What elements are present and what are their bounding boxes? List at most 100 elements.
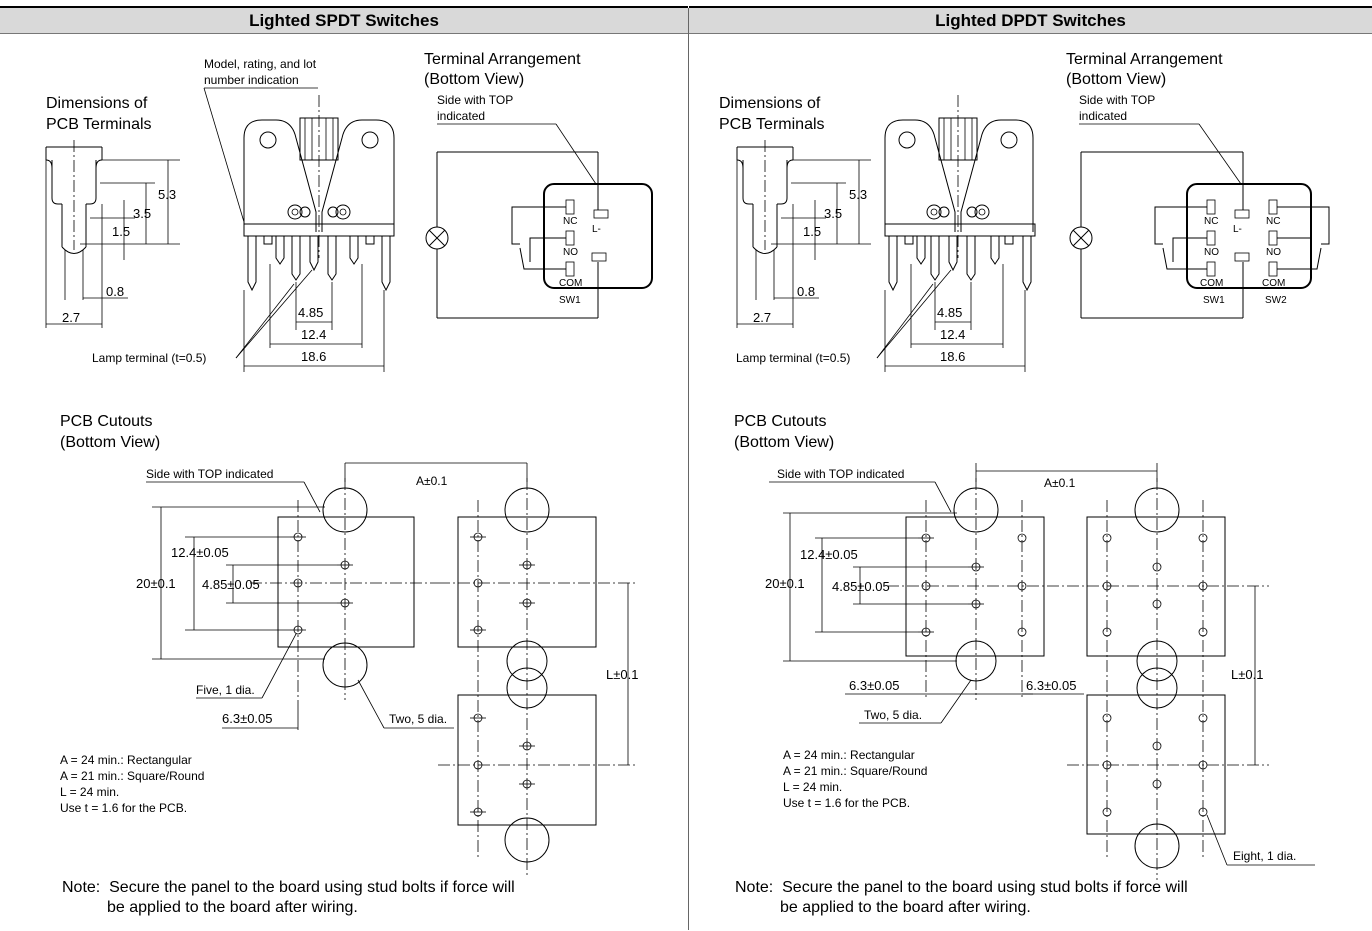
left-switch-body <box>243 95 395 292</box>
left-notes: A = 24 min.: Rectangular A = 21 min.: Sq… <box>60 753 204 815</box>
right-c63a: 6.3±0.05 <box>849 678 900 693</box>
right-switch-body <box>884 95 1036 292</box>
right-title: Lighted DPDT Switches <box>935 10 1126 30</box>
right-dim-186: 18.6 <box>940 349 965 364</box>
right-eight-dia: Eight, 1 dia. <box>1233 849 1296 863</box>
left-note-1: A = 24 min.: Rectangular <box>60 753 192 767</box>
left-dim-title: Dimensions of <box>46 95 148 112</box>
right-c20: 20±0.1 <box>765 576 805 591</box>
left-terminal-title2: (Bottom View) <box>424 71 524 88</box>
right-dim-title: Dimensions of <box>719 95 821 112</box>
right-dim-27: 2.7 <box>753 310 771 325</box>
right-cutout-title: PCB Cutouts <box>734 413 826 430</box>
right-cutout-title2: (Bottom View) <box>734 434 834 451</box>
right-note-1: A = 24 min.: Rectangular <box>783 748 915 762</box>
right-terminal-profile <box>736 140 794 328</box>
right-notes: A = 24 min.: Rectangular A = 21 min.: Sq… <box>783 748 927 810</box>
right-terminal-title2: (Bottom View) <box>1066 71 1166 88</box>
left-terminal-profile <box>45 140 103 328</box>
left-note-3: L = 24 min. <box>60 785 119 799</box>
right-c485: 4.85±0.05 <box>832 579 890 594</box>
column-divider <box>688 8 689 930</box>
right-lamp-terminal: Lamp terminal (t=0.5) <box>736 351 850 365</box>
right-l-dim: L±0.1 <box>1231 667 1263 682</box>
left-c124: 12.4±0.05 <box>171 545 229 560</box>
right-dim-title2: PCB Terminals <box>719 116 825 133</box>
right-terminal-title: Terminal Arrangement <box>1066 51 1223 68</box>
right-a-dim: A±0.1 <box>1044 476 1076 490</box>
left-cutout-title2: (Bottom View) <box>60 434 160 451</box>
right-header: Lighted DPDT Switches <box>689 6 1372 34</box>
left-l-dim: L±0.1 <box>606 667 638 682</box>
right-label-sw2: SW2 <box>1265 295 1287 306</box>
left-dim-35: 3.5 <box>133 206 151 221</box>
left-dim-08: 0.8 <box>106 284 124 299</box>
left-footer-2: be applied to the board after wiring. <box>107 899 358 916</box>
left-dim-485: 4.85 <box>298 305 323 320</box>
right-footer-2: be applied to the board after wiring. <box>780 899 1031 916</box>
left-dim-53: 5.3 <box>158 187 176 202</box>
left-label-no: NO <box>563 247 578 258</box>
right-c124: 12.4±0.05 <box>800 547 858 562</box>
right-label-no2: NO <box>1266 247 1281 258</box>
left-terminal-diagram: NC NO COM L- SW1 <box>425 151 653 319</box>
left-header: Lighted SPDT Switches <box>0 6 688 34</box>
left-footer-1: Note: Secure the panel to the board usin… <box>62 879 515 896</box>
right-cutout-b: L±0.1 Eight, 1 dia. <box>1067 478 1315 880</box>
right-dim-53: 5.3 <box>849 187 867 202</box>
left-top-side2: indicated <box>437 109 485 123</box>
right-label-com2: COM <box>1262 278 1285 289</box>
right-label-nc1: NC <box>1204 216 1218 227</box>
right-label-nc2: NC <box>1266 216 1280 227</box>
left-dim-title2: PCB Terminals <box>46 116 152 133</box>
left-top-side: Side with TOP <box>437 93 513 107</box>
left-label-nc: NC <box>563 216 577 227</box>
left-label-sw1: SW1 <box>559 295 581 306</box>
right-c63b: 6.3±0.05 <box>1026 678 1077 693</box>
right-dim-124: 12.4 <box>940 327 965 342</box>
right-cutout-a <box>887 478 1067 700</box>
left-label-l: L- <box>592 224 601 235</box>
right-two-dia: Two, 5 dia. <box>864 708 922 722</box>
right-top-side: Side with TOP <box>1079 93 1155 107</box>
left-c485: 4.85±0.05 <box>202 577 260 592</box>
right-dim-lines: 5.3 3.5 1.5 0.8 2.7 <box>737 159 871 325</box>
left-cutout-dims: 20±0.1 12.4±0.05 4.85±0.05 Five, 1 dia. … <box>136 506 454 730</box>
left-terminal-title: Terminal Arrangement <box>424 51 581 68</box>
right-panel: Dimensions of PCB Terminals 5.3 3.5 1.5 … <box>719 51 1330 916</box>
left-c63: 6.3±0.05 <box>222 711 273 726</box>
right-switch-dims: 4.85 12.4 18.6 <box>884 264 1026 372</box>
left-cutout-b: L±0.1 <box>438 478 638 875</box>
left-c20: 20±0.1 <box>136 576 176 591</box>
right-note-2: A = 21 min.: Square/Round <box>783 764 927 778</box>
right-dim-35: 3.5 <box>824 206 842 221</box>
right-label-l: L- <box>1233 224 1242 235</box>
right-note-3: L = 24 min. <box>783 780 842 794</box>
left-note-2: A = 21 min.: Square/Round <box>60 769 204 783</box>
left-model-note: Model, rating, and lot <box>204 57 317 71</box>
left-cutout-top: Side with TOP indicated <box>146 467 273 481</box>
right-note-4: Use t = 1.6 for the PCB. <box>783 796 910 810</box>
right-terminal-diagram: NC NO COM NC NO COM L- SW1 SW2 <box>1069 151 1330 319</box>
right-label-sw1: SW1 <box>1203 295 1225 306</box>
left-dim-124: 12.4 <box>301 327 326 342</box>
left-panel: Dimensions of PCB Terminals 5.3 3.5 1.5 … <box>45 51 653 916</box>
right-cutout-top: Side with TOP indicated <box>777 467 904 481</box>
left-title: Lighted SPDT Switches <box>249 10 439 30</box>
left-two-dia: Two, 5 dia. <box>389 712 447 726</box>
right-footer-1: Note: Secure the panel to the board usin… <box>735 879 1188 896</box>
left-note-4: Use t = 1.6 for the PCB. <box>60 801 187 815</box>
right-dim-08: 0.8 <box>797 284 815 299</box>
left-cutout-title: PCB Cutouts <box>60 413 152 430</box>
left-cutout-a <box>250 478 438 700</box>
right-dim-485: 4.85 <box>937 305 962 320</box>
left-a-dim: A±0.1 <box>416 474 448 488</box>
right-top-side2: indicated <box>1079 109 1127 123</box>
left-lamp-terminal: Lamp terminal (t=0.5) <box>92 351 206 365</box>
left-dim-15: 1.5 <box>112 224 130 239</box>
right-cutout-dims: 20±0.1 12.4±0.05 4.85±0.05 6.3±0.05 6.3±… <box>765 512 1084 724</box>
right-label-com1: COM <box>1200 278 1223 289</box>
right-dim-15: 1.5 <box>803 224 821 239</box>
left-label-com: COM <box>559 278 582 289</box>
left-dim-27: 2.7 <box>62 310 80 325</box>
